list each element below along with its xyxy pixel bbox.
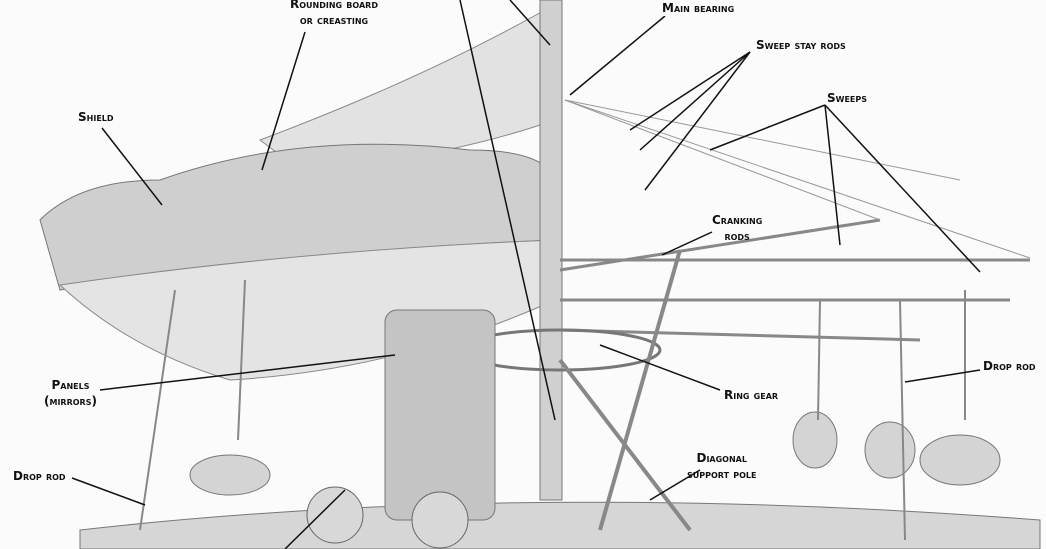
label-drop-rod-left: Drop rod <box>13 469 66 483</box>
label-text: or creasting <box>299 13 369 27</box>
diagonal-supports <box>558 249 692 532</box>
label-drop-rod-right: Drop rod <box>983 359 1036 373</box>
label-text: Panels <box>51 378 90 392</box>
leader-lines <box>71 0 981 549</box>
drop-rods <box>139 279 966 541</box>
label-sweeps: Sweeps <box>827 91 868 105</box>
label-text: rods <box>724 229 750 243</box>
label-text: Cranking <box>712 213 763 227</box>
label-text: Diagonal <box>696 451 747 465</box>
label-ring-gear: Ring gear <box>724 388 779 402</box>
label-main-bearing: Main bearing <box>662 0 735 16</box>
chariot-wheel <box>411 491 469 549</box>
horses <box>189 411 1001 496</box>
chariot-panels <box>384 309 496 521</box>
label-text: (mirrors) <box>44 394 97 408</box>
sweeps <box>559 218 1030 342</box>
label-sweep-stay-rods: Sweep stay rods <box>756 38 846 52</box>
chariot-wheel <box>306 486 364 544</box>
platform <box>79 501 1041 549</box>
label-text: support pole <box>687 467 757 481</box>
sweep-stay-rods <box>564 99 1031 259</box>
label-rounding-board: Rounding board or creasting <box>290 0 378 28</box>
center-pole <box>539 0 563 501</box>
label-shield: Shield <box>78 110 114 124</box>
label-cranking-rods: Cranking rods <box>712 212 762 244</box>
label-diagonal-support-pole: Diagonal support pole <box>687 450 756 482</box>
label-text: Rounding board <box>290 0 378 11</box>
label-panels: Panels (mirrors) <box>44 377 97 409</box>
